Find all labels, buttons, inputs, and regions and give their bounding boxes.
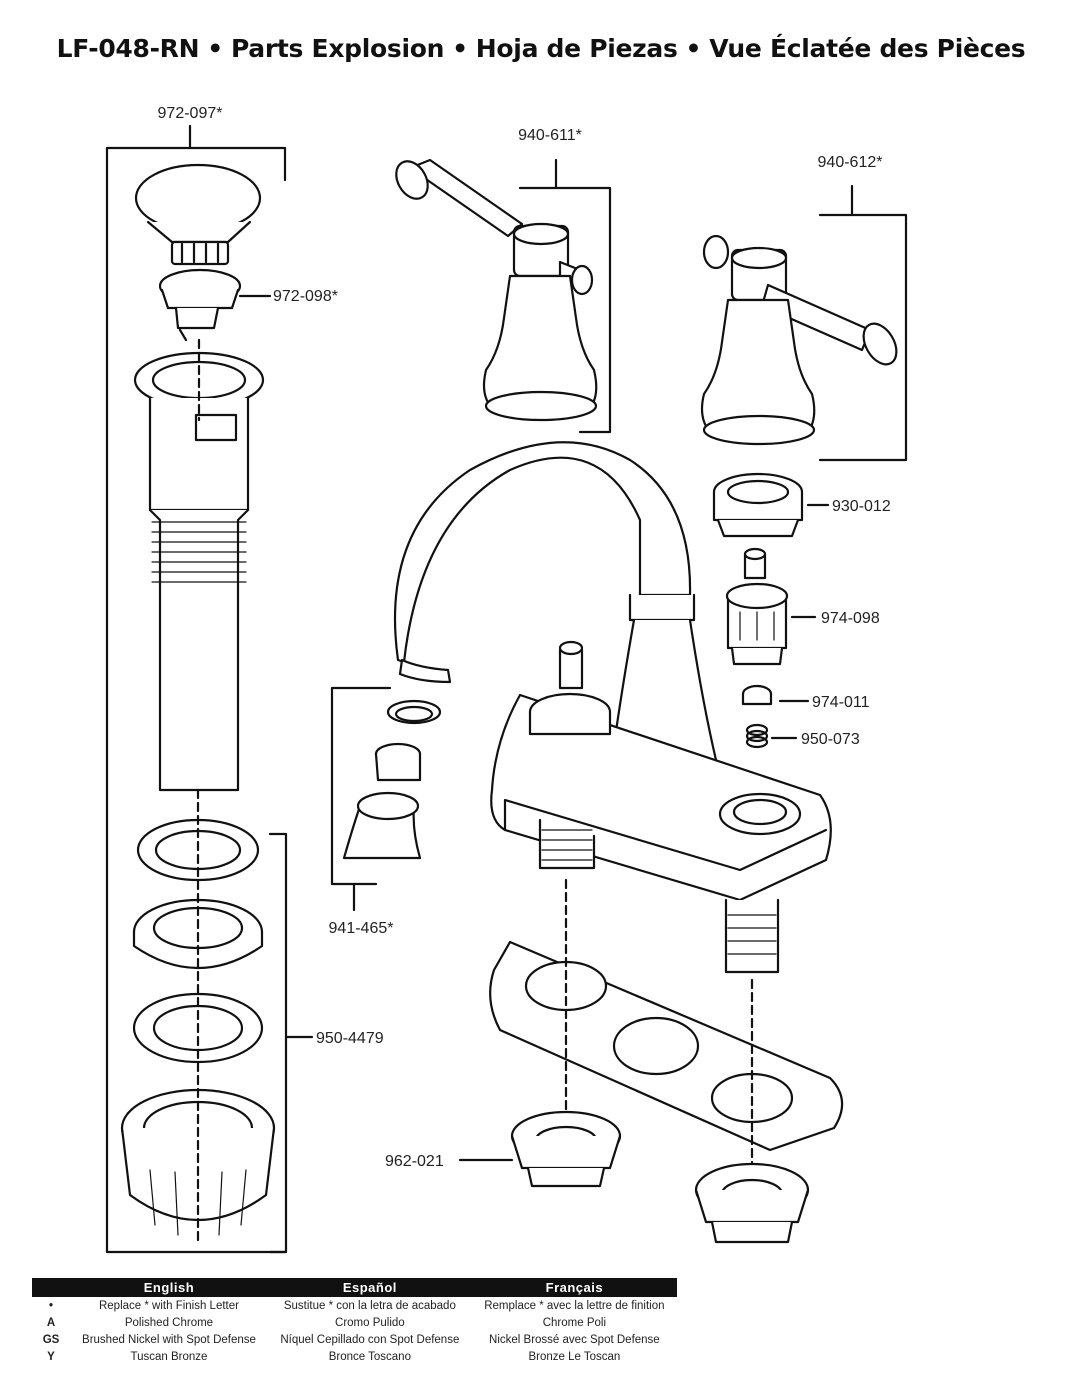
model-number: LF-048-RN xyxy=(56,34,200,63)
seat-974-011 xyxy=(741,684,773,706)
legend-header-code xyxy=(32,1278,70,1297)
handle-left xyxy=(395,158,598,422)
label-974-098: 974-098 xyxy=(821,610,880,627)
legend-header-french: Français xyxy=(471,1278,677,1297)
finish-spanish: Níquel Cepillado con Spot Defense xyxy=(280,1333,460,1346)
legend-header-spanish: Español xyxy=(267,1278,472,1297)
legend-header-row: English Español Français xyxy=(32,1278,677,1297)
finish-code: Y xyxy=(47,1350,55,1363)
label-930-012: 930-012 xyxy=(832,498,891,515)
finish-code: GS xyxy=(42,1333,60,1346)
bracket-972-097 xyxy=(105,124,287,1254)
legend-row: Y Tuscan Bronze Bronce Toscano Bronze Le… xyxy=(32,1348,677,1365)
mounting-nut-left xyxy=(510,1110,622,1188)
finish-legend-table: English Español Français • Replace * wit… xyxy=(32,1278,677,1365)
legend-header-english: English xyxy=(70,1278,268,1297)
mounting-nut-right xyxy=(694,1162,810,1244)
label-950-4479: 950-4479 xyxy=(316,1030,384,1047)
label-962-021: 962-021 xyxy=(385,1153,444,1170)
bracket-941-465 xyxy=(330,686,392,912)
aerator-parts xyxy=(342,699,442,860)
finish-english: Polished Chrome xyxy=(124,1316,214,1329)
label-940-612: 940-612* xyxy=(818,154,883,171)
cartridge xyxy=(725,547,789,666)
title-separator: • xyxy=(207,34,223,63)
title-french: Vue Éclatée des Pièces xyxy=(709,34,1026,63)
finish-code: A xyxy=(46,1316,56,1329)
bracket-940-611 xyxy=(518,158,612,434)
finish-french: Remplace * avec la lettre de finition xyxy=(484,1299,665,1312)
finish-english: Replace * with Finish Letter xyxy=(98,1299,239,1312)
title-english: Parts Explosion xyxy=(230,34,445,63)
label-941-465: 941-465* xyxy=(329,920,394,937)
label-950-073: 950-073 xyxy=(801,731,860,748)
finish-spanish: Cromo Pulido xyxy=(335,1316,405,1329)
finish-english: Tuscan Bronze xyxy=(130,1350,208,1363)
title-separator: • xyxy=(685,34,702,63)
popup-stopper xyxy=(134,163,262,342)
label-974-011: 974-011 xyxy=(812,694,870,711)
faucet-body xyxy=(393,441,832,974)
bracket-950-4479 xyxy=(268,832,314,1254)
parts-explosion-diagram: 972-097* 972-098* 940-611* 940-612* 930-… xyxy=(105,105,908,1254)
legend-row: GS Brushed Nickel with Spot Defense Níqu… xyxy=(32,1331,677,1348)
finish-code: • xyxy=(48,1299,54,1312)
bonnet-nut xyxy=(712,472,804,538)
finish-english: Brushed Nickel with Spot Defense xyxy=(82,1333,256,1346)
finish-french: Bronze Le Toscan xyxy=(528,1350,621,1363)
label-972-098: 972-098* xyxy=(273,288,338,305)
legend-row: A Polished Chrome Cromo Pulido Chrome Po… xyxy=(32,1314,677,1331)
label-972-097: 972-097* xyxy=(158,105,223,122)
finish-spanish: Bronce Toscano xyxy=(328,1350,411,1363)
title-separator: • xyxy=(452,34,468,63)
title-spanish: Hoja de Piezas xyxy=(475,34,678,63)
legend-row: • Replace * with Finish Letter Sustitue … xyxy=(32,1297,677,1314)
popup-body xyxy=(133,338,265,792)
spring-950-073 xyxy=(745,723,769,749)
finish-french: Chrome Poli xyxy=(542,1316,607,1329)
finish-french: Nickel Brossé avec Spot Defense xyxy=(489,1333,660,1346)
finish-spanish: Sustitue * con la letra de acabado xyxy=(283,1299,456,1312)
label-940-611: 940-611* xyxy=(518,127,582,144)
handle-right xyxy=(700,234,898,446)
bracket-940-612 xyxy=(818,184,908,462)
page-title: LF-048-RN•Parts Explosion•Hoja de Piezas… xyxy=(0,34,1082,63)
